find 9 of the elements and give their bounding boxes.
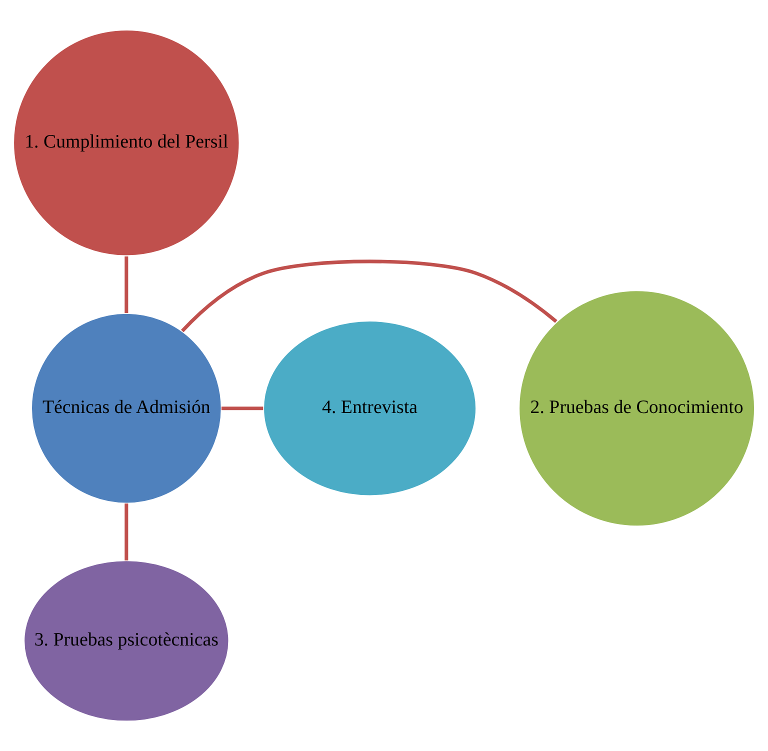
- connector: [124, 504, 128, 560]
- connector: [221, 406, 264, 410]
- node-ellipse: 4. Entrevista: [262, 320, 477, 496]
- node-circle: 1. Cumplimiento del Persil: [12, 29, 240, 256]
- connector: [124, 256, 128, 313]
- node-ellipse: 3. Pruebas psicotècnicas: [23, 560, 230, 722]
- node-circle: 2. Pruebas de Conocimiento: [518, 290, 756, 527]
- connector: [181, 260, 558, 332]
- node-circle: Técnicas de Admisión: [30, 312, 222, 504]
